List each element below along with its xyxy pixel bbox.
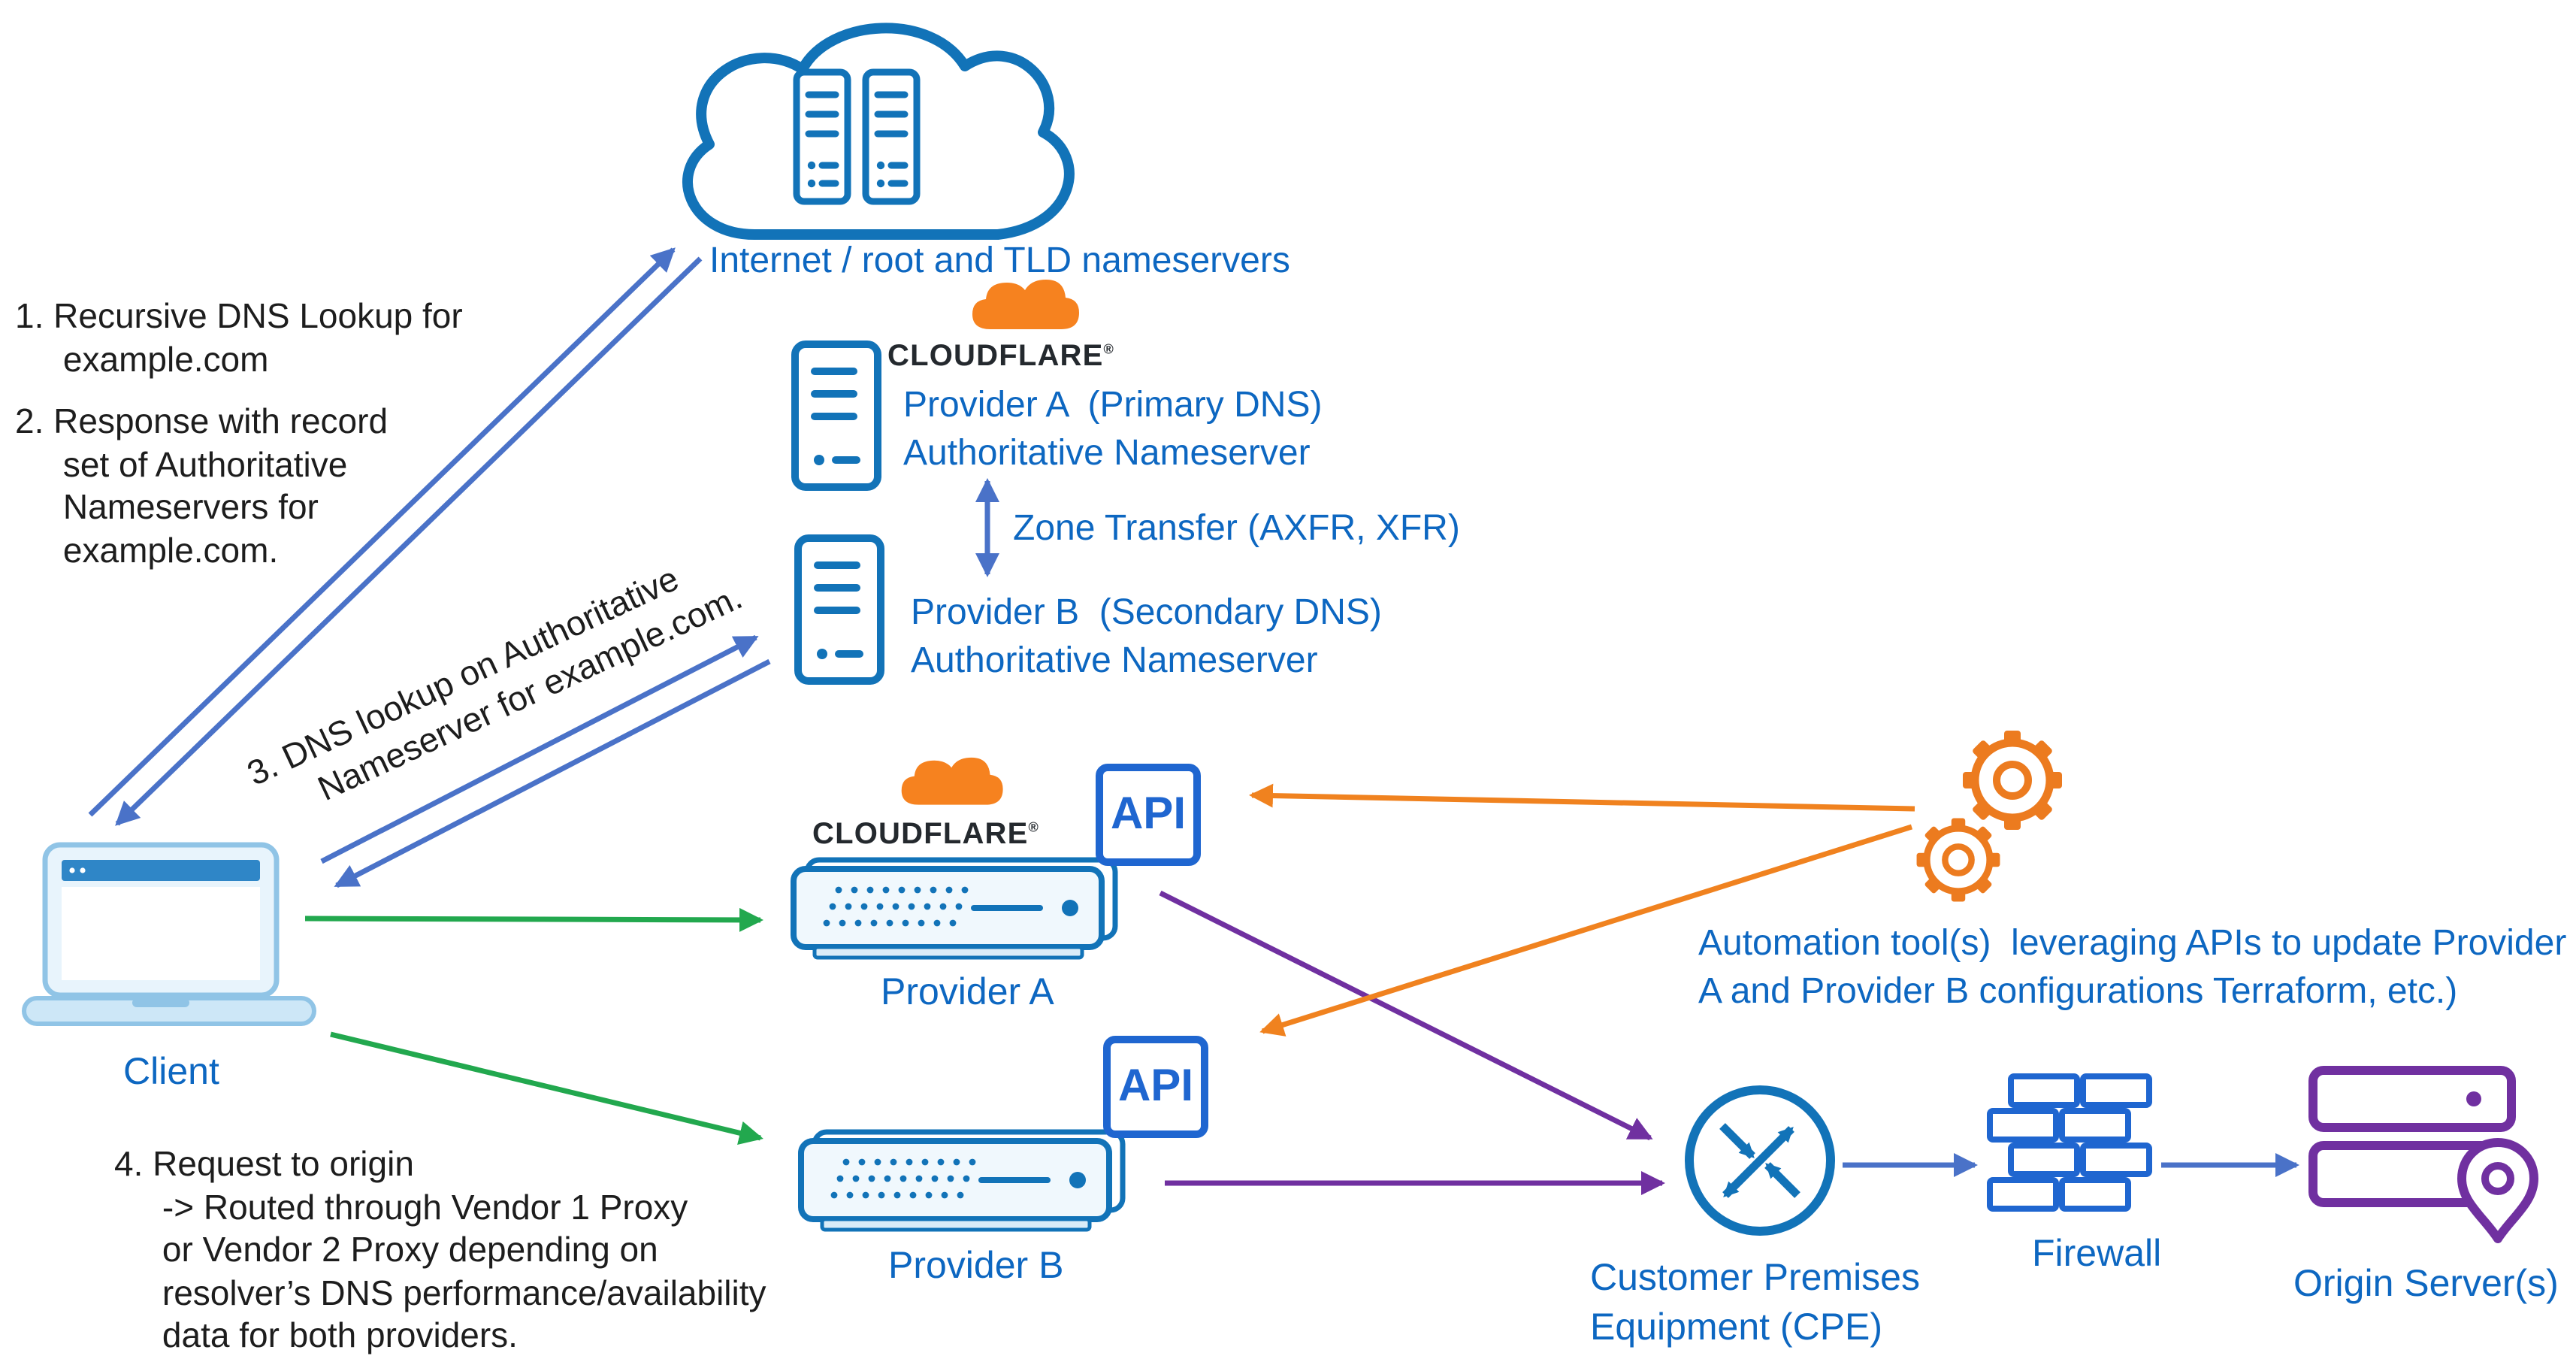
registered-mark: ®	[1103, 341, 1114, 357]
arrow-automation-to-api-b	[1259, 824, 1913, 1037]
origin-label: Origin Server(s)	[2293, 1263, 2559, 1305]
provider-b-label: Provider B	[888, 1245, 1064, 1287]
provider-b-nameserver-label: Provider B (Secondary DNS) Authoritative…	[911, 592, 1382, 681]
zone-transfer-label: Zone Transfer (AXFR, XFR)	[1013, 508, 1460, 549]
automation-label: Automation tool(s) leveraging APIs to up…	[1698, 923, 2567, 1012]
provider-a-proxy-icon	[794, 860, 1115, 958]
cpe-label: Customer Premises Equipment (CPE)	[1590, 1257, 1920, 1348]
registered-mark: ®	[1028, 819, 1039, 835]
api-a-box: API	[1096, 764, 1201, 866]
arrow-automation-to-api-a	[1249, 783, 1915, 812]
location-pin-icon	[2457, 1138, 2538, 1243]
cloudflare-logo-cloud-icon	[901, 757, 1003, 805]
firewall-label: Firewall	[2032, 1233, 2162, 1275]
arrow-client-to-internet	[88, 247, 676, 817]
internet-label: Internet / root and TLD nameservers	[709, 241, 1290, 281]
cloudflare-wordmark: CLOUDFLARE®	[881, 340, 1121, 374]
arrow-client-to-providerb-ns	[320, 634, 759, 864]
firewall-icon	[1987, 1073, 2152, 1212]
api-b-box: API	[1103, 1036, 1208, 1138]
step4-annotation: 4. Request to origin -> Routed through V…	[114, 1144, 766, 1355]
server-rack-icon	[797, 72, 848, 201]
cpe-router-icon	[1685, 1085, 1835, 1236]
client-laptop-icon	[22, 842, 316, 1026]
gears-icon	[1917, 731, 2062, 901]
nameserver-b-icon	[798, 538, 881, 681]
arrow-internet-to-client	[115, 256, 703, 826]
arrow-provider-a-to-cpe	[1159, 890, 1653, 1141]
nameserver-a-icon	[795, 344, 878, 487]
step1-annotation: 1. Recursive DNS Lookup for example.com	[15, 296, 463, 379]
provider-b-proxy-icon	[801, 1132, 1123, 1230]
provider-a-label: Provider A	[881, 971, 1054, 1013]
arrow-client-to-provider-b-proxy	[330, 1031, 763, 1145]
cloudflare-logo-cloud-icon	[972, 280, 1079, 329]
arrow-client-to-provider-a-proxy	[304, 907, 763, 932]
server-rack-icon	[866, 72, 917, 201]
provider-a-nameserver-label: Provider A (Primary DNS) Authoritative N…	[903, 385, 1323, 474]
client-label: Client	[123, 1051, 219, 1093]
cloudflare-wordmark: CLOUDFLARE®	[806, 818, 1046, 852]
origin-server-icon	[2308, 1066, 2538, 1243]
arrow-providerb-ns-to-client	[334, 658, 771, 888]
step2-annotation: 2. Response with record set of Authorita…	[15, 401, 389, 570]
cloudflare-wordmark-text: CLOUDFLARE	[887, 340, 1104, 373]
internet-cloud-icon	[682, 23, 1075, 240]
cloudflare-wordmark-text: CLOUDFLARE	[812, 818, 1029, 851]
